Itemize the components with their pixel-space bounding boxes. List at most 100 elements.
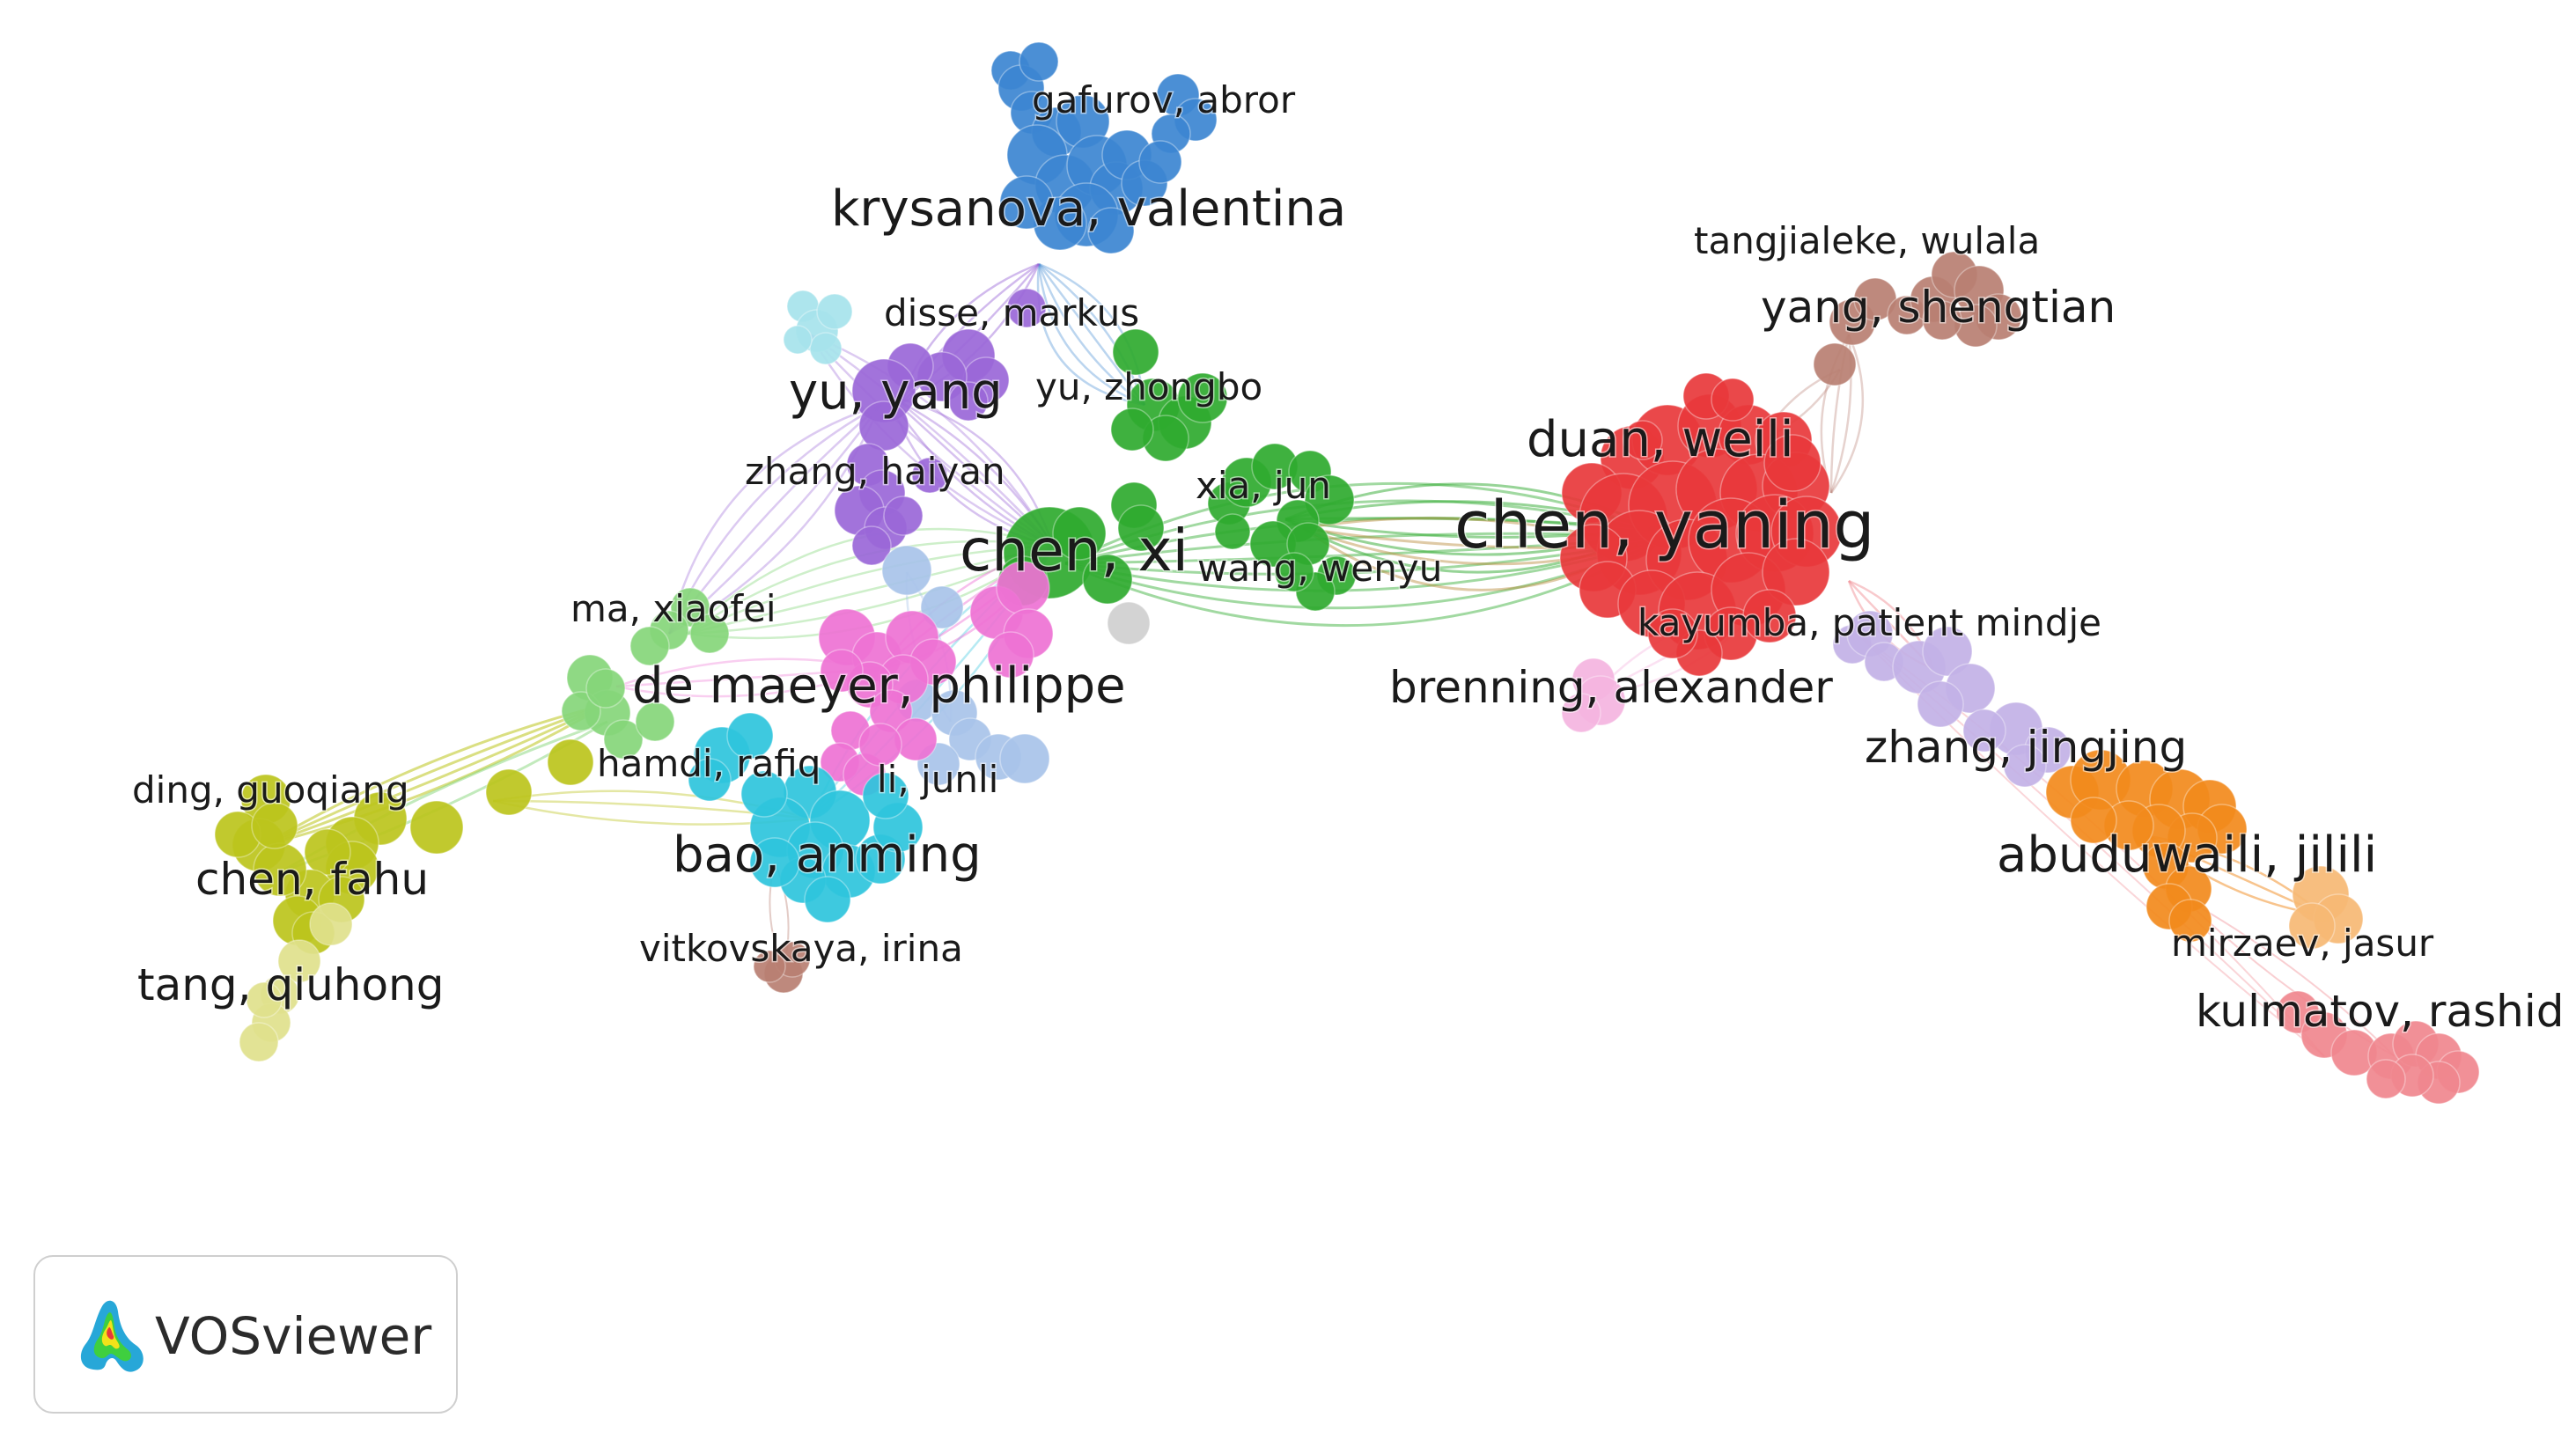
- author-node[interactable]: [1762, 538, 1830, 606]
- author-label-abuduwaili[interactable]: abuduwaili, jilili: [1996, 826, 2379, 885]
- author-label-krysanova[interactable]: krysanova, valentina: [830, 180, 1348, 239]
- author-node[interactable]: [809, 332, 843, 365]
- author-label-li[interactable]: li, junli: [876, 757, 1000, 803]
- author-node[interactable]: [1623, 420, 1663, 460]
- author-node[interactable]: [1110, 408, 1154, 452]
- author-node[interactable]: [1117, 504, 1165, 552]
- author-label-yang_shengtian[interactable]: yang, shengtian: [1760, 281, 2117, 334]
- author-node[interactable]: [547, 738, 594, 786]
- author-node[interactable]: [2288, 902, 2336, 950]
- author-node[interactable]: [485, 768, 533, 816]
- author-node[interactable]: [851, 525, 892, 566]
- author-node[interactable]: [749, 837, 800, 888]
- author-node[interactable]: [603, 719, 644, 760]
- author-node[interactable]: [804, 876, 851, 923]
- author-label-chen_fahu[interactable]: chen, fahu: [195, 853, 431, 907]
- author-node[interactable]: [1082, 554, 1133, 605]
- author-node[interactable]: [1112, 328, 1159, 376]
- author-label-tangjialeke[interactable]: tangjialeke, wulala: [1693, 218, 2042, 264]
- author-node[interactable]: [688, 758, 732, 802]
- author-node[interactable]: [1711, 378, 1755, 422]
- author-node[interactable]: [251, 802, 298, 849]
- author-node[interactable]: [1647, 608, 1698, 659]
- author-node[interactable]: [862, 772, 909, 819]
- author-node[interactable]: [585, 668, 626, 709]
- network-labels: gafurov, abror krysanova, valentina tangji…: [131, 77, 2565, 1039]
- author-node[interactable]: [246, 981, 283, 1018]
- author-node[interactable]: [1087, 207, 1135, 254]
- author-label-chen_xi[interactable]: chen, xi: [959, 516, 1190, 586]
- author-label-chen_yaning[interactable]: chen, yaning: [1454, 487, 1877, 565]
- author-node[interactable]: [987, 631, 1034, 679]
- author-node[interactable]: [726, 712, 774, 760]
- author-node[interactable]: [1763, 434, 1822, 492]
- author-node[interactable]: [883, 496, 924, 536]
- author-node[interactable]: [1962, 709, 2006, 753]
- author-node[interactable]: [1177, 372, 1228, 423]
- author-node[interactable]: [1006, 288, 1047, 328]
- author-label-kulmatov[interactable]: kulmatov, rashid: [2195, 985, 2565, 1039]
- author-node[interactable]: [635, 701, 675, 742]
- author-node[interactable]: [561, 691, 601, 731]
- author-label-hamdi[interactable]: hamdi, rafiq: [596, 741, 822, 787]
- author-node[interactable]: [277, 939, 321, 983]
- author-node[interactable]: [816, 293, 853, 330]
- author-node[interactable]: [689, 613, 730, 654]
- author-label-demaeyer[interactable]: de maeyer, philippe: [631, 657, 1128, 716]
- author-label-gafurov[interactable]: gafurov, abror: [1031, 77, 1298, 123]
- author-node[interactable]: [1742, 589, 1797, 643]
- author-label-kayumba[interactable]: kayumba, patient mindje: [1637, 600, 2103, 646]
- author-label-yu_yang[interactable]: yu, yang: [788, 363, 1005, 422]
- author-label-disse[interactable]: disse, markus: [883, 290, 1141, 336]
- author-label-wang[interactable]: wang, wenyu: [1196, 546, 1444, 591]
- author-node[interactable]: [740, 770, 788, 818]
- author-node[interactable]: [858, 400, 909, 452]
- author-node[interactable]: [2003, 744, 2047, 788]
- author-label-tang[interactable]: tang, qiuhong: [136, 959, 446, 1012]
- author-node[interactable]: [881, 545, 932, 596]
- author-node[interactable]: [239, 1022, 279, 1062]
- author-node[interactable]: [1274, 552, 1314, 592]
- author-label-zhang_haiyan[interactable]: zhang, haiyan: [744, 449, 1007, 495]
- author-node[interactable]: [820, 649, 864, 693]
- author-node[interactable]: [1917, 680, 1964, 728]
- cluster-brown: [753, 941, 811, 994]
- author-label-vitkovskaya[interactable]: vitkovskaya, irina: [638, 926, 965, 972]
- author-node[interactable]: [629, 626, 670, 666]
- author-label-bao[interactable]: bao, anming: [672, 826, 983, 885]
- author-node[interactable]: [1019, 41, 1059, 82]
- author-node[interactable]: [858, 723, 902, 767]
- author-label-mirzaev[interactable]: mirzaev, jasur: [2170, 921, 2436, 966]
- author-node[interactable]: [2168, 899, 2212, 943]
- author-node[interactable]: [948, 381, 989, 422]
- author-node[interactable]: [2366, 1059, 2406, 1099]
- author-node[interactable]: [999, 175, 1054, 230]
- author-node[interactable]: [304, 828, 351, 876]
- author-label-ding[interactable]: ding, guoqiang: [131, 768, 411, 813]
- vosviewer-logo-icon: [80, 1300, 144, 1372]
- author-label-ma[interactable]: ma, xiaofei: [570, 586, 778, 632]
- author-node[interactable]: [1922, 300, 1962, 341]
- author-label-duan[interactable]: duan, weili: [1526, 410, 1795, 470]
- author-node[interactable]: [1813, 342, 1857, 386]
- author-label-yu_zhongbo[interactable]: yu, zhongbo: [1034, 364, 1264, 410]
- author-label-brenning[interactable]: brenning, alexander: [1388, 661, 1835, 715]
- author-label-zhang_jingjing[interactable]: zhang, jingjing: [1864, 721, 2189, 775]
- author-node[interactable]: [753, 950, 786, 983]
- author-node[interactable]: [920, 585, 964, 629]
- author-node[interactable]: [1052, 506, 1107, 561]
- author-node[interactable]: [409, 800, 464, 855]
- author-node[interactable]: [1138, 140, 1182, 184]
- author-node[interactable]: [1922, 626, 1973, 677]
- author-node[interactable]: [1214, 513, 1251, 550]
- author-node[interactable]: [1107, 601, 1151, 645]
- link-edge: [1037, 263, 1145, 407]
- author-node[interactable]: [1561, 693, 1601, 733]
- author-node[interactable]: [911, 457, 948, 494]
- author-label-xia[interactable]: xia, jun: [1195, 463, 1333, 509]
- author-node[interactable]: [999, 733, 1050, 784]
- author-node[interactable]: [1304, 474, 1355, 525]
- author-node[interactable]: [2070, 797, 2117, 844]
- author-node[interactable]: [783, 325, 813, 355]
- author-node[interactable]: [309, 902, 353, 946]
